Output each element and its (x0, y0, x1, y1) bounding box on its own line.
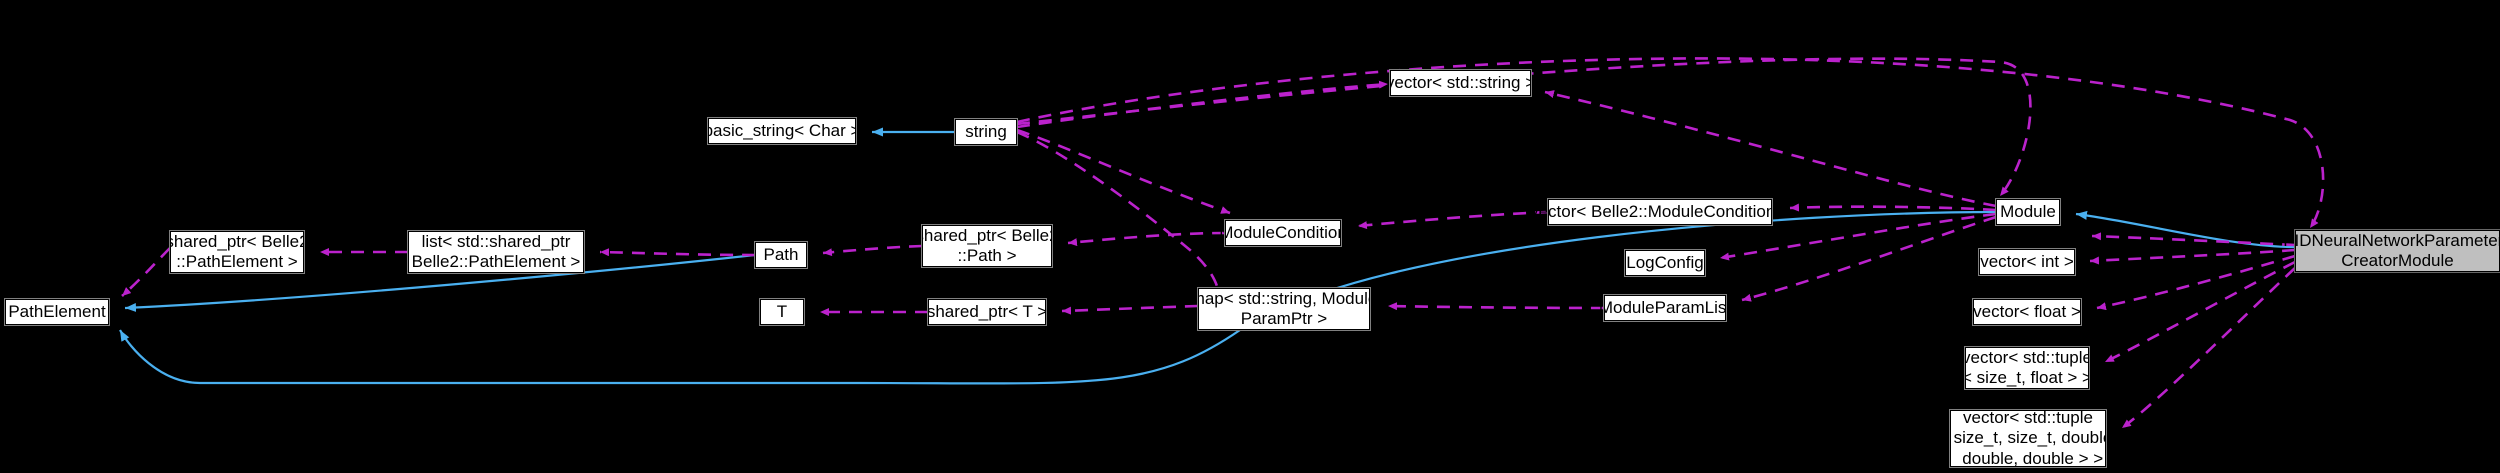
usage-edges (121, 57, 2325, 430)
graph-node-path[interactable]: Path (754, 241, 808, 269)
graph-node-vec_tuple_sf[interactable]: vector< std::tuple < size_t, float > > (1962, 346, 2092, 390)
graph-node-logconfig[interactable]: LogConfig (1624, 249, 1706, 277)
graph-node-vec_string[interactable]: vector< std::string > (1386, 69, 1535, 97)
graph-node-t[interactable]: T (759, 298, 805, 326)
graph-node-map_string_mpp[interactable]: map< std::string, Module ParamPtr > (1190, 287, 1378, 331)
graph-node-vec_int[interactable]: vector< int > (1978, 248, 2076, 276)
graph-node-pidnnpcm[interactable]: PIDNeuralNetworkParameters CreatorModule (2283, 229, 2500, 273)
graph-node-string[interactable]: string (954, 118, 1018, 146)
graph-node-sp_t[interactable]: shared_ptr< T > (927, 298, 1047, 326)
graph-node-sp_pathelement[interactable]: shared_ptr< Belle2 ::PathElement > (165, 230, 309, 274)
graph-node-vec_float[interactable]: vector< float > (1972, 298, 2082, 326)
graph-node-modulecondition[interactable]: ModuleCondition (1219, 219, 1347, 247)
graph-node-basic_string[interactable]: basic_string< Char > (704, 117, 860, 145)
graph-node-moduleparamlist[interactable]: ModuleParamList (1599, 294, 1731, 322)
graph-node-sp_path[interactable]: shared_ptr< Belle2 ::Path > (915, 224, 1059, 268)
graph-node-module[interactable]: Module (1995, 198, 2061, 226)
graph-node-vec_modcond[interactable]: vector< Belle2::ModuleCondition > (1530, 198, 1790, 226)
graph-node-pathelement[interactable]: PathElement (4, 298, 110, 326)
graph-node-vec_tuple_big[interactable]: vector< std::tuple < size_t, size_t, dou… (1938, 408, 2118, 468)
graph-node-list_sp_pathel[interactable]: list< std::shared_ptr < Belle2::PathElem… (397, 230, 595, 274)
